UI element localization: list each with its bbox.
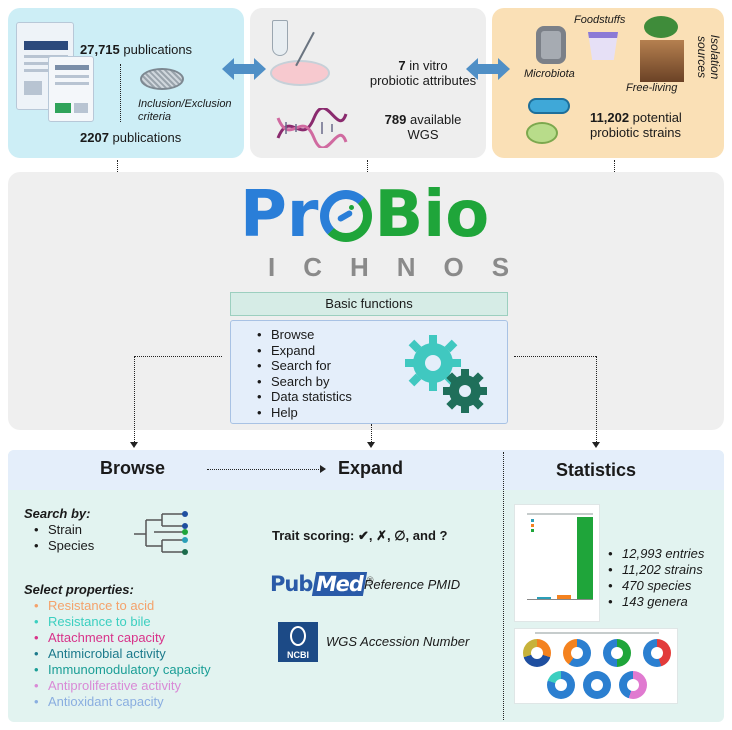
- foodstuffs-label: Foodstuffs: [574, 14, 626, 26]
- ncbi-logo: NCBI: [278, 622, 318, 662]
- statistics-item: 470 species: [608, 578, 704, 594]
- double-arrow-icon: [466, 58, 510, 80]
- bar-chart-thumbnail: [514, 504, 600, 622]
- strain-count-text: 11,202 potential probiotic strains: [590, 110, 682, 140]
- basic-functions-box: Browse Expand Search for Search by Data …: [230, 320, 508, 424]
- donut-charts-thumbnail: [514, 628, 678, 704]
- yogurt-icon: [588, 32, 618, 60]
- statistics-item: 11,202 strains: [608, 562, 704, 578]
- ichnos-wordmark: ICHNOS: [268, 252, 538, 282]
- microbiota-label: Microbiota: [524, 68, 575, 80]
- wgs-text: 789 available WGS: [384, 112, 462, 142]
- search-by-item: Species: [34, 538, 94, 554]
- search-by-label: Search by:: [24, 506, 91, 521]
- publications-panel: 27,715 publications Inclusion/Exclusion …: [8, 8, 244, 158]
- wgs-reference: WGS Accession Number: [326, 634, 470, 649]
- criteria-label: Inclusion/Exclusion criteria: [138, 98, 232, 123]
- pubmed-logo: PubMed®: [270, 572, 375, 596]
- double-arrow-icon: [222, 58, 266, 80]
- publication-count-final: 2207 publications: [80, 130, 182, 145]
- document-icon: [48, 56, 94, 122]
- function-item: Help: [257, 405, 352, 421]
- property-item: Attachment capacity: [34, 630, 211, 646]
- statistics-item: 143 genera: [608, 594, 704, 610]
- logo-ring-icon: [320, 190, 373, 242]
- property-item: Immunomodulatory capacity: [34, 662, 211, 678]
- attributes-text: 7 in vitro probiotic attributes: [369, 58, 477, 88]
- dna-icon: [276, 108, 348, 148]
- phylogenetic-tree-icon: [134, 511, 188, 555]
- bacteria-icon: [528, 98, 570, 114]
- property-item: Antiproliferative activity: [34, 678, 211, 694]
- statistics-list: 12,993 entries 11,202 strains 470 specie…: [608, 546, 704, 610]
- functions-list: Browse Expand Search for Search by Data …: [257, 327, 352, 420]
- function-item: Data statistics: [257, 389, 352, 405]
- yeast-icon: [526, 122, 558, 144]
- expand-title: Expand: [338, 458, 404, 478]
- gears-icon: [405, 335, 487, 413]
- petri-dish-icon: [270, 60, 330, 86]
- property-item: Antioxidant capacity: [34, 694, 211, 710]
- publication-count-initial: 27,715 publications: [80, 42, 193, 57]
- pubmed-reference: Reference PMID: [364, 577, 461, 592]
- function-item: Search by: [257, 374, 352, 390]
- search-by-item: Strain: [34, 522, 94, 538]
- filter-sieve-icon: [140, 68, 184, 90]
- property-item: Antimicrobial activity: [34, 646, 211, 662]
- intestine-icon: [536, 26, 566, 64]
- property-item: Resistance to bile: [34, 614, 211, 630]
- soil-tree-icon: [640, 16, 684, 82]
- property-item: Resistance to acid: [34, 598, 211, 614]
- browse-title: Browse: [100, 458, 166, 478]
- function-item: Search for: [257, 358, 352, 374]
- select-properties-label: Select properties:: [24, 582, 134, 597]
- trait-scoring: Trait scoring: ✔, ✗, ∅, and ?: [272, 528, 448, 543]
- basic-functions-header: Basic functions: [230, 292, 508, 316]
- free-living-label: Free-living: [626, 82, 678, 94]
- function-item: Expand: [257, 343, 352, 359]
- properties-list: Resistance to acid Resistance to bile At…: [34, 598, 211, 710]
- attributes-panel: 7 in vitro probiotic attributes 789 avai…: [250, 8, 486, 158]
- function-item: Browse: [257, 327, 352, 343]
- test-tube-icon: [272, 20, 288, 56]
- search-by-list: Strain Species: [34, 522, 94, 554]
- statistics-item: 12,993 entries: [608, 546, 704, 562]
- statistics-title: Statistics: [556, 460, 637, 480]
